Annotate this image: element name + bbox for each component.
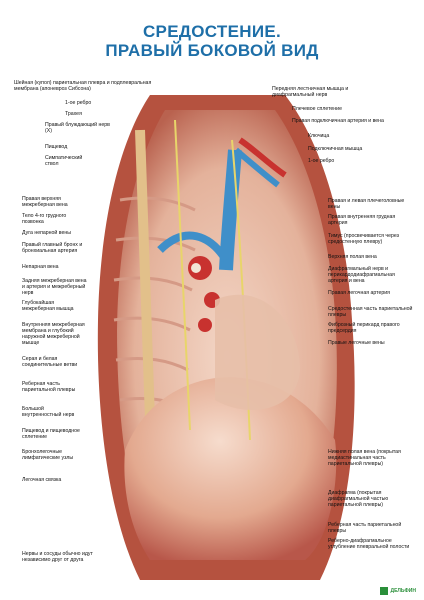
label-left-3: Правый блуждающий нерв (X) [45,122,110,134]
label-left-14: Серая и белая соединительные ветви [22,356,78,368]
label-left-0: Шейная (купол) париетальная плевра и под… [14,80,152,92]
label-left-10: Непарная вена [22,264,59,270]
label-left-16: Большой внутренностный нерв [22,406,75,418]
pericardium [215,294,300,410]
label-right-1: Плечевое сплетение [292,106,342,112]
logo-icon [380,587,388,595]
label-left-7: Тело 4-го грудного позвонка [22,213,67,225]
label-right-17: Реберная часть париетальной плевры [328,522,402,534]
label-right-3: Ключица [308,133,330,139]
label-right-5: 1-ое ребро [308,158,335,164]
label-left-4: Пищевод [45,144,68,150]
label-right-14: Правые легочные вены [328,340,385,346]
label-right-11: Правая легочная артерия [328,290,390,296]
label-left-2: Трахея [65,111,82,117]
label-left-11: Задняя межреберная вена и артерия и межр… [22,278,87,296]
label-left-6: Правая верхняя межреберная вена [22,196,68,208]
title-line-2: ПРАВЫЙ БОКОВОЙ ВИД [105,41,319,60]
pulmonary-vein-lower [198,318,212,332]
label-left-17: Пищевод и пищеводное сплетение [22,428,80,440]
label-right-7: Правая внутренняя грудная артерия [328,214,396,226]
subclavian-artery [238,137,287,178]
vagus-nerve [174,119,191,431]
label-left-5: Симпатический ствол [45,155,83,167]
label-right-8: Тимус (просвечивается через средостенную… [328,233,400,245]
label-left-18: Бронхолегочные лимфатические узлы [22,449,74,461]
label-right-9: Верхняя полая вена [328,254,377,260]
label-right-16: Диафрагма (покрытая диафрагмальной часть… [328,490,389,508]
label-right-4: Подключичная мышца [308,146,363,152]
label-left-13: Внутренняя межреберная мембрана и глубок… [22,322,85,346]
page-title: СРЕДОСТЕНИЕ. ПРАВЫЙ БОКОВОЙ ВИД [0,22,424,60]
title-line-1: СРЕДОСТЕНИЕ. [142,22,282,41]
label-left-12: Глубокайшая межреберная мышца [22,300,74,312]
label-left-19: Легочная связка [22,477,62,483]
azygos-arch [157,231,230,263]
diaphragm [124,377,337,560]
label-right-13: Фиброзный перикард правого предсердия [328,322,400,334]
label-left-9: Правый главный бронх и бронхиальная арте… [22,242,83,254]
label-right-0: Передняя лестничная мышца и диафрагмальн… [272,86,349,98]
label-right-18: Реберно-диафрагмальное углубление плевра… [328,538,410,550]
label-left-8: Дуга непарной вены [22,230,71,236]
label-left-15: Реберная часть париетальной плевры [22,381,76,393]
publisher-logo: ДЕЛЬФИН [390,588,416,594]
spine [135,129,155,421]
label-right-15: Нижняя полая вена (покрытая медиастиналь… [328,449,401,467]
label-right-12: Средостенная часть париетальной плевры [328,306,413,318]
bronchus [191,263,201,273]
label-right-2: Правая подключичная артерия и вена [292,118,384,124]
label-right-10: Диафрагмальный нерв и перикардодиафрагма… [328,266,395,284]
label-left-1: 1-ое ребро [65,100,92,106]
footnote: Нервы и сосуды обычно идут независимо др… [22,551,93,563]
label-right-6: Правая и левая плечеголовные вены [328,198,405,210]
subclavian-vein [234,147,280,188]
